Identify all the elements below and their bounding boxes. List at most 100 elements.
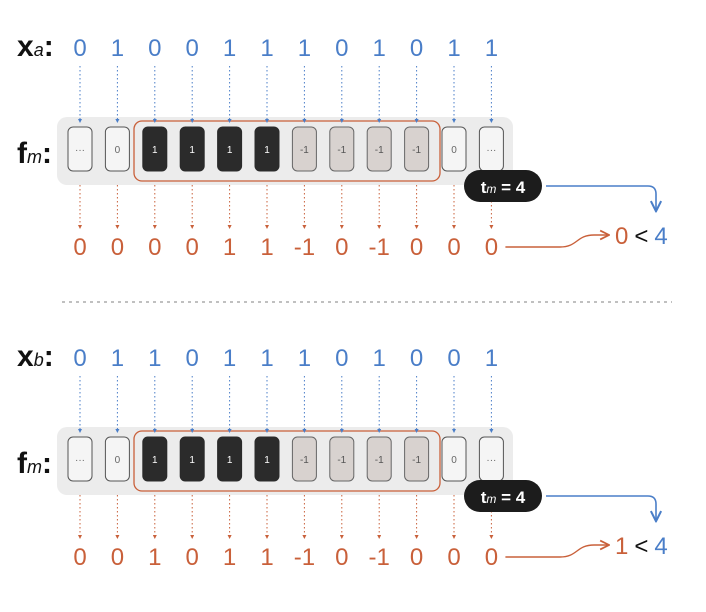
filter-cell	[104, 436, 130, 482]
product-value: 0	[410, 544, 423, 571]
x-value: 0	[186, 35, 199, 62]
product-value: -1	[294, 234, 315, 261]
filter-cell	[104, 126, 130, 172]
comparison-result: 0<4	[615, 223, 668, 250]
filter-cell	[441, 126, 467, 172]
product-value: 0	[186, 544, 199, 571]
filter-cell	[179, 126, 205, 172]
filter-cell	[254, 436, 280, 482]
filter-cell-value: ···	[75, 145, 85, 156]
filter-cell	[179, 436, 205, 482]
filter-cell	[142, 126, 168, 172]
receptive-window-outline	[133, 120, 441, 182]
x-value: 0	[335, 345, 348, 372]
product-value: 1	[260, 234, 273, 261]
filter-cell-value: 0	[451, 145, 457, 156]
product-value: -1	[294, 544, 315, 571]
filter-cell	[291, 126, 317, 172]
filter-cell	[291, 436, 317, 482]
filter-cell-value: 1	[189, 455, 195, 466]
x-value: 1	[298, 35, 311, 62]
filter-cell	[217, 126, 243, 172]
product-value: -1	[369, 544, 390, 571]
filter-cell	[404, 436, 430, 482]
product-value: 1	[223, 544, 236, 571]
product-value: -1	[369, 234, 390, 261]
filter-cell-value: 1	[264, 455, 270, 466]
filter-cell	[142, 436, 168, 482]
filter-cell-value: -1	[412, 145, 421, 156]
filter-cell-value: 0	[115, 145, 121, 156]
filter-cell-value: -1	[337, 145, 346, 156]
product-value: 0	[335, 544, 348, 571]
filter-cell-value: -1	[375, 145, 384, 156]
x-value: 0	[410, 35, 423, 62]
product-value: 1	[223, 234, 236, 261]
receptive-window-outline	[133, 430, 441, 492]
x-value: 1	[373, 345, 386, 372]
filter-cell	[254, 126, 280, 172]
threshold-label: tm = 4	[481, 488, 526, 507]
product-value: 0	[485, 544, 498, 571]
filter-cell-value: ···	[75, 455, 85, 466]
panel-a: xa:fm:0···01000100101111111-1-10-101-1-1…	[17, 30, 668, 261]
filter-cell-value: ···	[486, 455, 496, 466]
x-value: 0	[447, 345, 460, 372]
filter-cell	[217, 436, 243, 482]
threshold-pill	[464, 170, 542, 202]
x-value: 1	[148, 345, 161, 372]
x-value: 0	[335, 35, 348, 62]
filter-cell-value: 1	[264, 145, 270, 156]
filter-cell	[366, 126, 392, 172]
filter-cell-value: 1	[189, 145, 195, 156]
x-value: 1	[447, 35, 460, 62]
filter-cell-value: -1	[375, 455, 384, 466]
x-value: 0	[186, 345, 199, 372]
filter-cell-value: ···	[486, 145, 496, 156]
filter-cell	[67, 126, 93, 172]
x-value: 1	[111, 35, 124, 62]
threshold-arrow	[546, 185, 656, 210]
x-value: 0	[73, 35, 86, 62]
product-value: 0	[73, 234, 86, 261]
f-label: fm:	[17, 137, 52, 170]
x-value: 1	[298, 345, 311, 372]
x-value: 1	[485, 35, 498, 62]
x-value: 1	[223, 345, 236, 372]
filter-cell-value: -1	[412, 455, 421, 466]
x-value: 1	[260, 345, 273, 372]
comparison-result: 1<4	[615, 533, 668, 560]
panel-b: xb:fm:0···01001110101111111-1-10-101-1-1…	[17, 340, 668, 571]
filter-cell-value: 1	[227, 145, 233, 156]
filter-cell-value: -1	[300, 455, 309, 466]
threshold-label: tm = 4	[481, 178, 526, 197]
product-value: 1	[260, 544, 273, 571]
f-label: fm:	[17, 447, 52, 480]
product-value: 0	[73, 544, 86, 571]
filter-cell	[366, 436, 392, 482]
filter-cell-value: -1	[337, 455, 346, 466]
filter-cell	[67, 436, 93, 482]
product-value: 0	[148, 234, 161, 261]
threshold-arrow	[546, 495, 656, 520]
product-value: 0	[447, 234, 460, 261]
threshold-pill	[464, 480, 542, 512]
sum-arrow	[505, 545, 608, 558]
filter-cell-value: 0	[451, 455, 457, 466]
filter-cell	[404, 126, 430, 172]
x-value: 1	[223, 35, 236, 62]
product-value: 1	[148, 544, 161, 571]
product-value: 0	[410, 234, 423, 261]
x-value: 0	[148, 35, 161, 62]
filter-cell	[329, 126, 355, 172]
product-value: 0	[186, 234, 199, 261]
x-label: xb:	[17, 340, 54, 373]
product-value: 0	[111, 234, 124, 261]
filter-tray	[57, 427, 513, 495]
x-value: 1	[485, 345, 498, 372]
product-value: 0	[485, 234, 498, 261]
x-value: 0	[410, 345, 423, 372]
filter-cell	[329, 436, 355, 482]
x-value: 1	[373, 35, 386, 62]
